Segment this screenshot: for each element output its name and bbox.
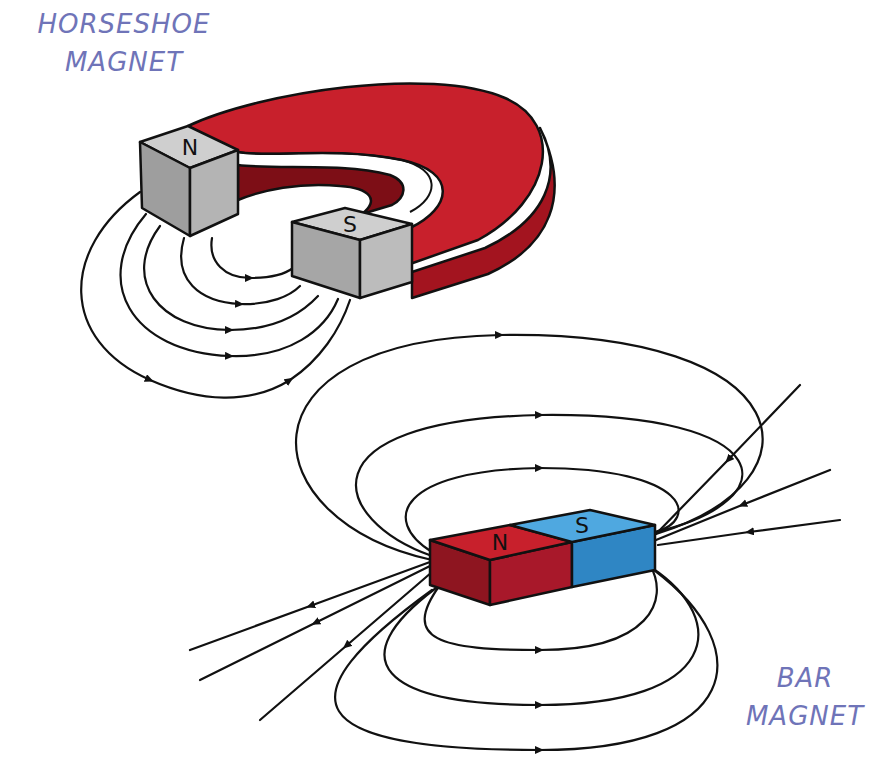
- magnet-title: HORSESHOE MAGNET: [6, 6, 242, 81]
- horseshoe-magnet: [140, 83, 555, 298]
- field-lines: [190, 335, 840, 750]
- magnet-title: BAR MAGNET: [740, 660, 870, 735]
- pole-letter: S: [575, 515, 589, 537]
- pole-letter: N: [492, 532, 508, 554]
- pole-letter: S: [343, 214, 357, 236]
- bar-magnet: [430, 510, 655, 605]
- pole-letter: N: [182, 137, 198, 159]
